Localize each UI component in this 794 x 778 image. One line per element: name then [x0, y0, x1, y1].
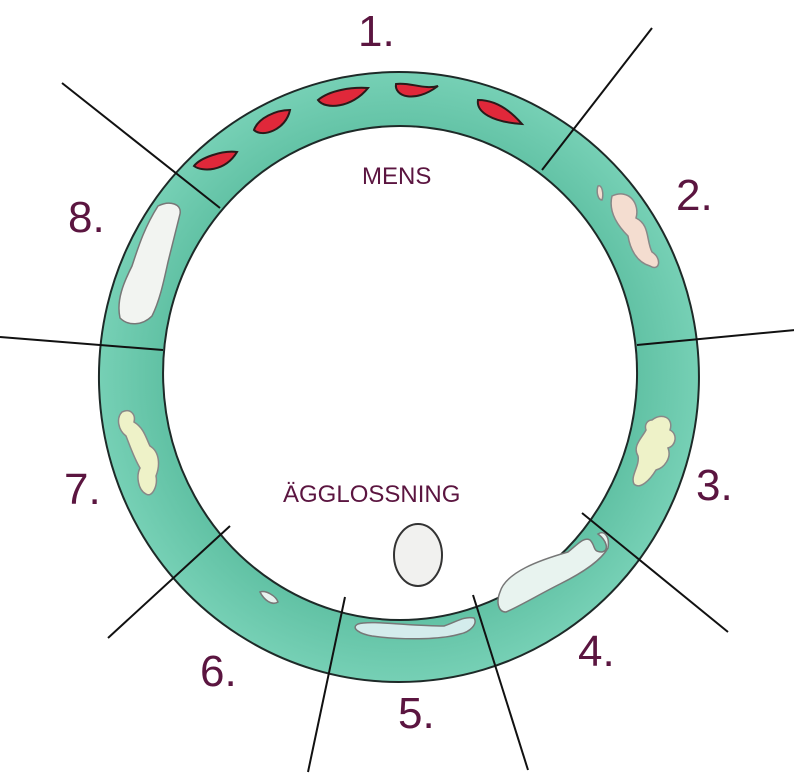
- phase-number-1: 1.: [358, 7, 395, 56]
- phase-number-2: 2.: [676, 171, 713, 220]
- phase-number-4: 4.: [578, 627, 615, 676]
- phase-number-3: 3.: [696, 461, 733, 510]
- mens-label: MENS: [362, 163, 431, 190]
- divider-8-1: [62, 83, 220, 208]
- phase-number-6: 6.: [200, 647, 237, 696]
- ovulation-label: ÄGGLOSSNING: [283, 481, 460, 508]
- egg-icon: [394, 524, 442, 586]
- phase-number-8: 8.: [68, 193, 105, 242]
- phase-number-7: 7.: [64, 465, 101, 514]
- discharge-drop: [597, 186, 603, 200]
- phase-number-5: 5.: [398, 689, 435, 738]
